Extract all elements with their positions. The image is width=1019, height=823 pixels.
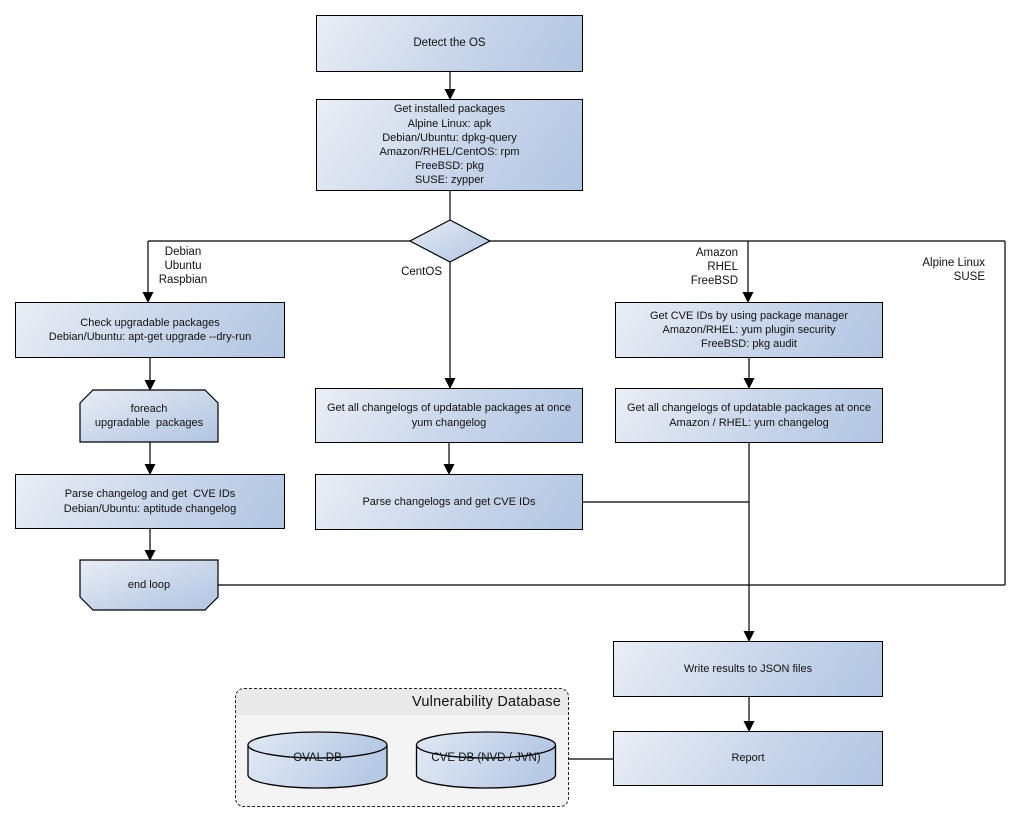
decision-diamond — [408, 219, 492, 263]
arrowhead-icon — [444, 89, 456, 100]
connector-lines — [147, 71, 1006, 760]
node-check-upgradable: Check upgradable packages Debian/Ubuntu:… — [15, 302, 285, 358]
cve-db-cylinder — [415, 731, 557, 789]
arrowhead-icon — [742, 292, 754, 303]
oval-db-cylinder — [247, 731, 388, 789]
arrowhead-icon — [144, 380, 156, 391]
arrowhead-icon — [142, 292, 154, 303]
foreach-loop-shape — [79, 389, 219, 443]
vulnerability-database-title: Vulnerability Database — [236, 689, 568, 715]
cve-db-label: CVE DB (NVD / JVN) — [431, 752, 541, 764]
arrowhead-icon — [144, 550, 156, 561]
node-get-changelogs-amazon: Get all changelogs of updatable packages… — [615, 388, 883, 443]
branch-label-amazon: Amazon RHEL FreeBSD — [690, 247, 738, 287]
node-parse-changelogs-centos: Parse changelogs and get CVE IDs — [315, 474, 583, 530]
branch-label-centos: CentOS — [401, 266, 442, 278]
node-detect-os: Detect the OS — [316, 15, 583, 72]
arrowhead-icon — [743, 721, 755, 732]
arrowhead-icon — [444, 378, 456, 389]
arrowhead-icon — [144, 464, 156, 475]
arrowhead-icon — [743, 378, 755, 389]
end-loop-shape — [79, 559, 219, 611]
node-report: Report — [613, 731, 883, 786]
oval-db-label: OVAL DB — [293, 752, 342, 764]
branch-label-debian: Debian Ubuntu Raspbian — [158, 246, 208, 286]
node-get-changelogs-centos: Get all changelogs of updatable packages… — [315, 388, 583, 443]
node-write-json: Write results to JSON files — [613, 641, 883, 697]
node-end-loop-label: end loop — [127, 578, 171, 591]
branch-label-alpine: Alpine Linux SUSE — [922, 257, 985, 283]
arrowhead-icon — [443, 464, 455, 475]
node-get-cve-ids-pkgmgr: Get CVE IDs by using package manager Ama… — [615, 302, 883, 358]
node-get-installed-packages: Get installed packages Alpine Linux: apk… — [316, 99, 583, 191]
arrowheads — [142, 89, 755, 732]
node-parse-changelog-left: Parse changelog and get CVE IDs Debian/U… — [15, 474, 285, 529]
node-foreach-label: foreach upgradable packages — [94, 402, 204, 429]
arrowhead-icon — [743, 631, 755, 642]
